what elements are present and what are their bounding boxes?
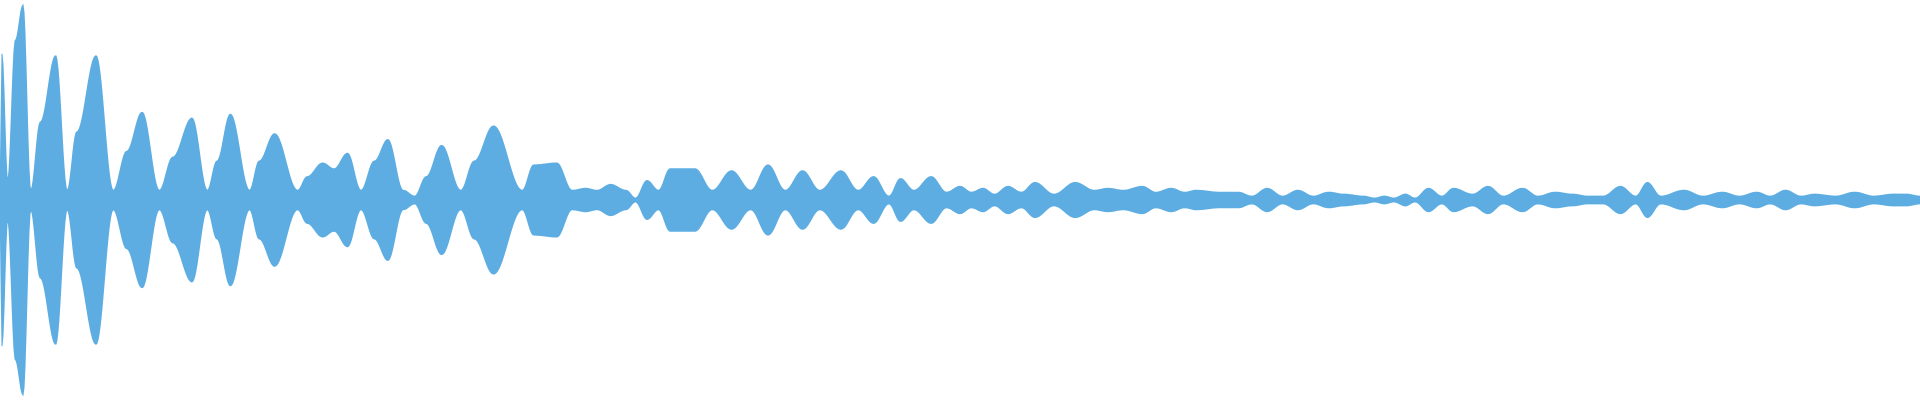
waveform-shape: [0, 3, 1920, 397]
